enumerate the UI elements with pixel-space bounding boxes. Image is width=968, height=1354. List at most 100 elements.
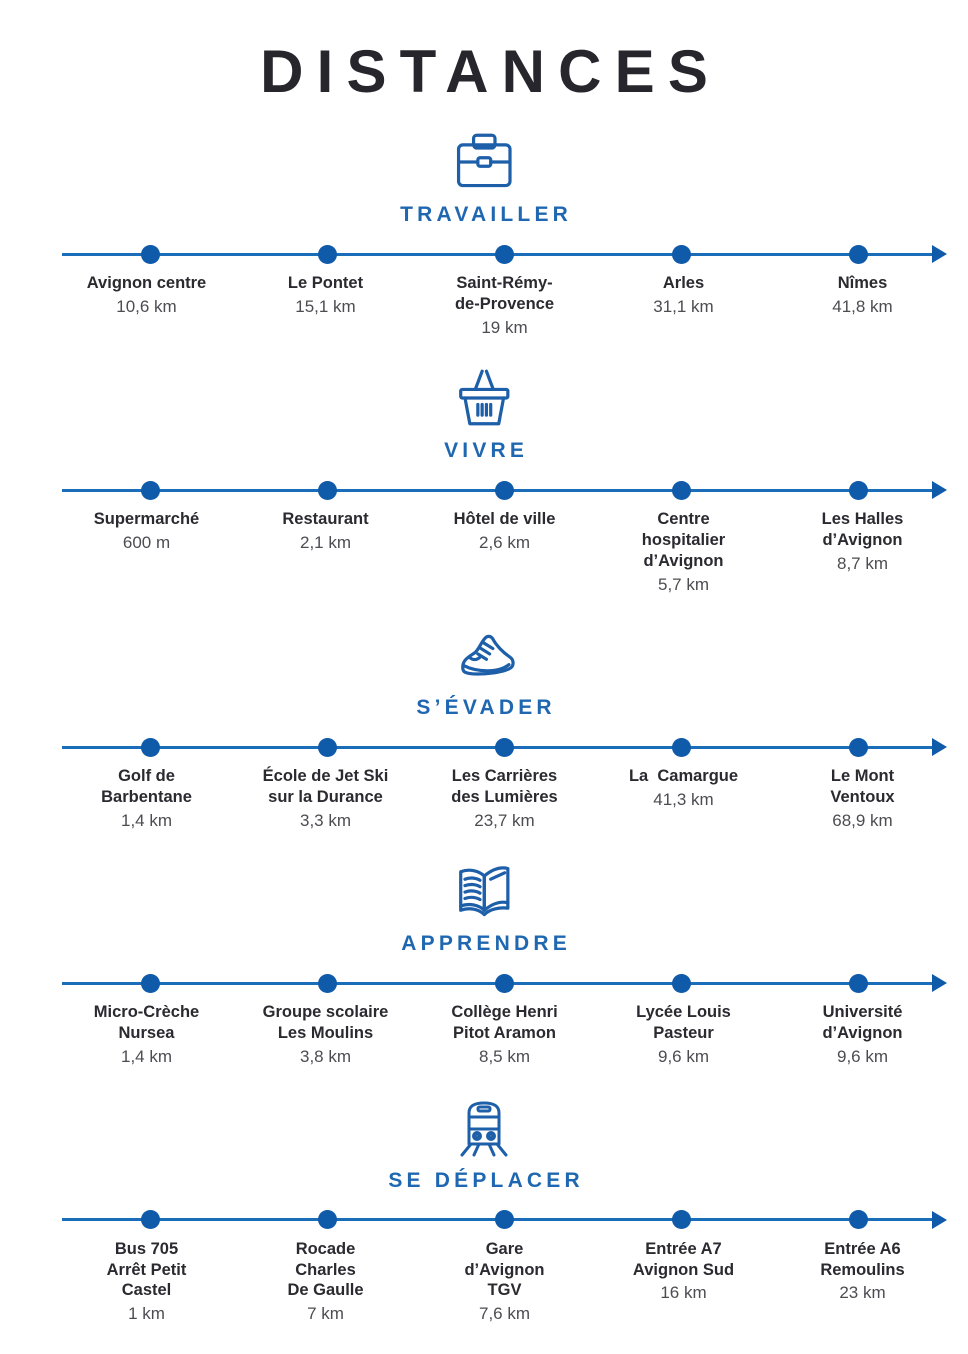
place-name: Golf de Barbentane [101, 767, 192, 807]
distance-item: Micro-Crèche Nursea 1,4 km [62, 1002, 231, 1067]
place-distance: 2,1 km [299, 533, 352, 553]
place-name: La Camargue [628, 767, 739, 786]
timeline-dot [141, 244, 160, 264]
timeline-dot [495, 973, 514, 993]
place-name: Saint-Rémy- de-Provence [454, 274, 555, 313]
briefcase-icon [0, 128, 968, 192]
timeline-dot [849, 244, 868, 264]
timeline-dot [141, 973, 160, 993]
timeline-dot [318, 244, 337, 264]
arrow-right-icon [932, 974, 947, 993]
timeline-dots [62, 973, 947, 993]
place-name: Micro-Crèche Nursea [93, 1003, 200, 1043]
basket-icon [0, 364, 968, 428]
place-name: Le Pontet [287, 274, 364, 292]
timeline-dot [318, 737, 337, 757]
timeline-dots [62, 737, 947, 757]
place-name: Les Carrières des Lumières [451, 767, 558, 807]
distance-item: Collège Henri Pitot Aramon 8,5 km [420, 1002, 589, 1067]
place-distance: 41,3 km [653, 790, 714, 810]
timeline [62, 737, 947, 757]
page-title: DISTANCES [260, 38, 722, 105]
place-distance: 9,6 km [836, 1047, 889, 1067]
distance-item: Golf de Barbentane 1,4 km [62, 766, 231, 831]
place-name: Rocade Charles De Gaulle [287, 1239, 364, 1300]
timeline-dots [62, 244, 947, 264]
timeline-dots [62, 480, 947, 500]
timeline [62, 480, 947, 500]
place-distance: 1 km [128, 1304, 165, 1324]
place-name: Bus 705 Arrêt Petit Castel [106, 1239, 187, 1300]
timeline-dot [318, 480, 337, 500]
place-distance: 7 km [307, 1304, 344, 1324]
timeline-dot [672, 480, 691, 500]
place-distance: 68,9 km [832, 811, 893, 831]
distance-item: Arles 31,1 km [599, 273, 768, 338]
arrow-right-icon [932, 738, 947, 757]
timeline-dot [849, 1210, 868, 1230]
timeline-dot [495, 480, 514, 500]
place-distance: 8,7 km [836, 554, 889, 574]
place-name: Lycée Louis Pasteur [636, 1003, 731, 1043]
distance-item: Les Halles d’Avignon 8,7 km [778, 509, 947, 595]
place-name: École de Jet Ski sur la Durance [262, 767, 389, 807]
timeline-dot [672, 1210, 691, 1230]
place-distance: 3,8 km [299, 1047, 352, 1067]
place-name: Entrée A7 Avignon Sud [632, 1239, 735, 1279]
place-distance: 3,3 km [299, 811, 352, 831]
place-name: Avignon centre [86, 274, 207, 292]
timeline-dot [495, 1210, 514, 1230]
arrow-right-icon [932, 481, 947, 500]
train-icon [0, 1094, 968, 1158]
timeline [62, 1210, 947, 1230]
timeline [62, 244, 947, 264]
place-name: Arles [662, 274, 705, 292]
place-name: Collège Henri Pitot Aramon [451, 1003, 558, 1043]
timeline [62, 973, 947, 993]
place-distance: 1,4 km [120, 811, 173, 831]
arrow-right-icon [932, 1210, 947, 1229]
place-name: Les Halles d’Avignon [821, 510, 904, 550]
place-distance: 600 m [122, 533, 171, 553]
timeline-dot [849, 737, 868, 757]
place-distance: 31,1 km [653, 296, 714, 316]
place-name: Centre hospitalier d’Avignon [641, 510, 726, 571]
timeline-dot [672, 737, 691, 757]
distance-item: Bus 705 Arrêt Petit Castel 1 km [62, 1239, 231, 1325]
distance-item: Rocade Charles De Gaulle 7 km [241, 1239, 410, 1325]
open-book-icon [0, 857, 968, 921]
place-distance: 41,8 km [832, 296, 893, 316]
sneaker-icon [0, 621, 968, 685]
section-title: S’ÉVADER [416, 696, 556, 720]
timeline-dot [141, 1210, 160, 1230]
place-distance: 1,4 km [120, 1047, 173, 1067]
distance-item: École de Jet Ski sur la Durance 3,3 km [241, 766, 410, 831]
arrow-right-icon [932, 245, 947, 263]
timeline-dot [141, 480, 160, 500]
section-title: VIVRE [444, 439, 529, 463]
place-name: Gare d’Avignon TGV [464, 1239, 545, 1300]
timeline-labels: Golf de Barbentane 1,4 km École de Jet Ski… [62, 766, 947, 831]
timeline-dot [672, 973, 691, 993]
timeline-dot [318, 1210, 337, 1230]
place-distance: 2,6 km [478, 533, 531, 553]
timeline-dot [495, 737, 514, 757]
place-distance: 8,5 km [478, 1047, 531, 1067]
